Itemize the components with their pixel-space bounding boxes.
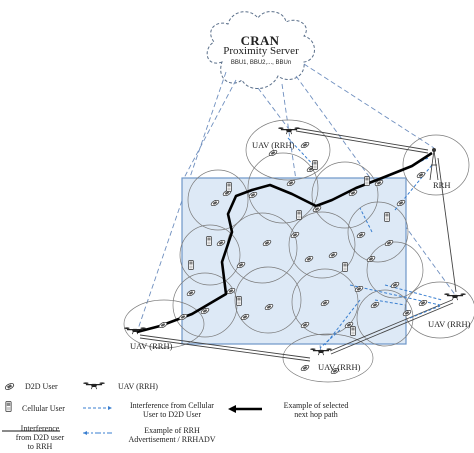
backhaul-line — [329, 299, 453, 352]
legend-interference-cellular-label: Interference from Cellular User to D2D U… — [112, 401, 232, 419]
cran-title: CRAN — [240, 33, 280, 48]
cellular-user-icon — [342, 262, 348, 272]
legend-selected-path-line2: next hop path — [294, 410, 338, 419]
uav-label-bottom-right: UAV (RRH) — [428, 319, 471, 329]
uav-label-left: UAV (RRH) — [130, 341, 173, 351]
d2d-user-icon — [416, 172, 426, 178]
legend-rrh-adv-arrow — [83, 431, 87, 435]
d2d-user-icon — [268, 150, 278, 156]
backhaul-line — [330, 302, 454, 355]
coverage-circle — [311, 161, 379, 229]
uav-coverage — [123, 299, 205, 349]
legend-selected-path-line1: Example of selected — [283, 401, 349, 410]
legend-interference-d2d-line1: Interference — [20, 424, 60, 433]
cellular-user-icon — [226, 182, 232, 192]
backhaul-line — [139, 337, 311, 362]
cellular-user-icon — [206, 236, 212, 246]
legend-interference-d2d-line3: to RRH — [27, 442, 53, 451]
coverage-circle — [288, 211, 356, 279]
backhaul-line — [295, 130, 429, 154]
bbu-list: BBU1, BBU2,..., BBUn — [230, 60, 292, 66]
interference-link — [324, 299, 361, 346]
cellular-user-icon — [312, 160, 318, 170]
interference-link — [374, 299, 406, 306]
uav-backhaul-links — [139, 127, 457, 362]
legend-interference-cellular-line2: User to D2D User — [143, 410, 201, 419]
rrh-label: RRH — [433, 180, 451, 190]
fronthaul-link — [303, 63, 435, 149]
cran-cloud-shape — [206, 11, 315, 89]
legend-interference-cellular-line1: Interference from Cellular — [130, 401, 214, 410]
cellular-user-icon — [296, 210, 302, 220]
coverage-circle — [187, 169, 249, 231]
legend-cellular-icon — [5, 401, 12, 412]
legend-rrh-adv-line1: Example of RRH — [144, 426, 200, 435]
backhaul-line — [437, 157, 457, 293]
d2d-user-icon — [300, 365, 310, 371]
fronthaul-link — [183, 79, 237, 179]
legend-selected-path-arrow — [228, 405, 236, 413]
fronthaul-link — [257, 87, 289, 129]
d2d-user-icon — [158, 322, 168, 328]
legend-uav-label: UAV (RRH) — [118, 382, 158, 391]
interference-link — [319, 329, 341, 349]
legend-uav-icon — [83, 381, 105, 390]
coverage-circles — [123, 119, 474, 383]
cellular-user-icon — [384, 212, 390, 222]
legend — [2, 381, 262, 435]
interference-link — [409, 305, 441, 319]
cellular-user-icon — [350, 326, 356, 336]
uav-coverage — [402, 134, 470, 196]
legend-rrh-adv-label: Example of RRH Advertisement / RRHADV — [112, 426, 232, 444]
coverage-circle — [356, 289, 414, 347]
backhaul-line — [139, 334, 311, 359]
uav-coverage — [282, 333, 374, 383]
cran-subtitle: Proximity Server — [223, 45, 299, 57]
uav-coverage — [245, 119, 331, 181]
uav-rrh-icon — [444, 292, 466, 301]
coverage-circle — [347, 201, 409, 263]
rrh-tower-icon — [429, 147, 439, 181]
backhaul-line — [295, 127, 429, 151]
coverage-circle — [247, 152, 319, 224]
interference-link — [359, 207, 373, 233]
legend-d2d-icon — [4, 383, 15, 390]
cellular-user-icon — [236, 296, 242, 306]
uav-coverage — [404, 281, 474, 339]
cellular-user-icon — [188, 260, 194, 270]
legend-cellular-label: Cellular User — [22, 404, 65, 413]
coverage-circle — [366, 241, 424, 299]
coverage-circle — [179, 224, 241, 286]
legend-rrh-adv-line2: Advertisement / RRHADV — [128, 435, 216, 444]
legend-interference-d2d-line2: from D2D user — [15, 433, 65, 442]
legend-d2d-label: D2D User — [25, 382, 58, 391]
legend-interference-cellular-arrow — [108, 406, 112, 410]
cellular-user-icon — [364, 176, 370, 186]
uav-label-bottom: UAV (RRH) — [318, 362, 361, 372]
d2d-user-icon — [300, 142, 310, 148]
legend-selected-path-label: Example of selected next hop path — [262, 401, 370, 419]
legend-interference-d2d-label: Interference from D2D user to RRH — [10, 424, 70, 451]
uav-label-top: UAV (RRH) — [252, 140, 295, 150]
coverage-circle — [234, 266, 302, 334]
